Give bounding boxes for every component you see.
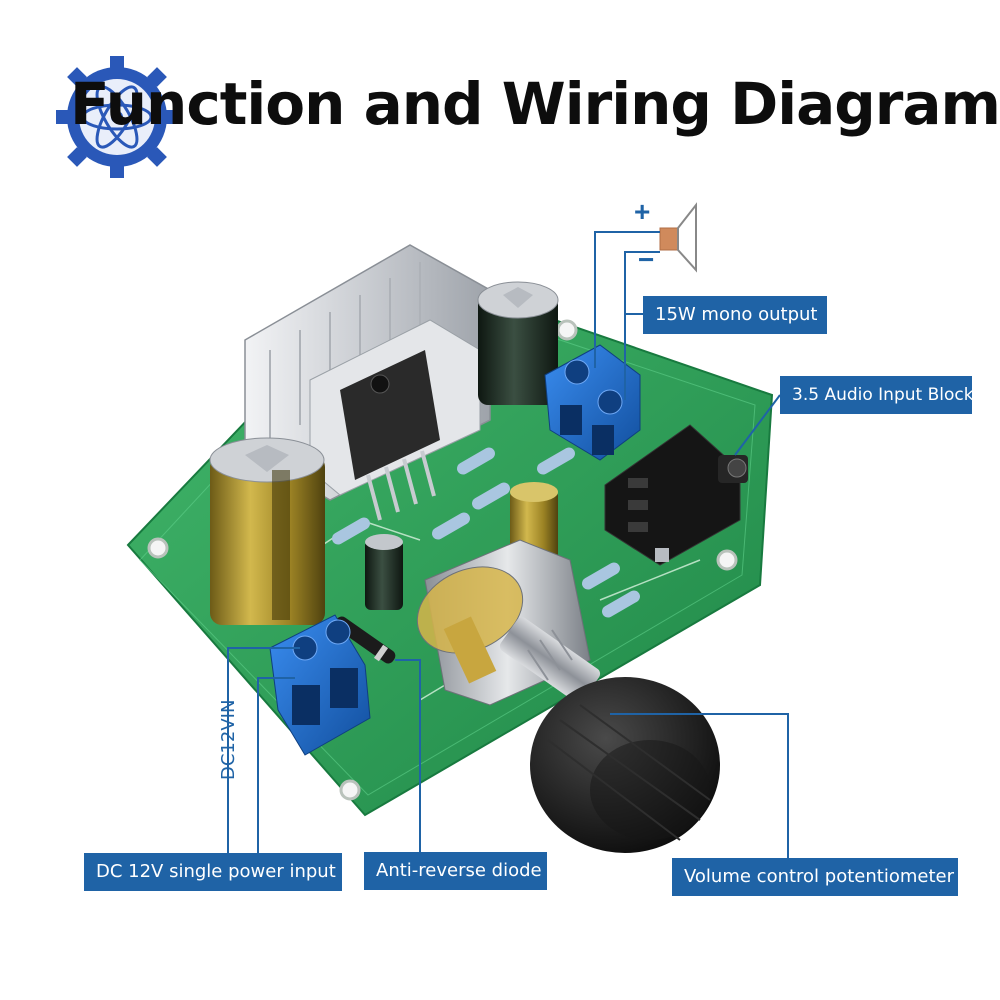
atom-gear-logo bbox=[56, 56, 178, 178]
callout-power-input: DC 12V single power input bbox=[84, 853, 342, 891]
page-title: Function and Wiring Diagram bbox=[70, 70, 1000, 138]
volume-potentiometer bbox=[416, 539, 601, 706]
mounting-holes bbox=[147, 319, 738, 801]
tda2030-chip bbox=[340, 350, 440, 521]
callout-volume: Volume control potentiometer bbox=[672, 858, 958, 896]
speaker-plus-sign: + bbox=[634, 196, 651, 227]
dc-power-terminal bbox=[269, 614, 371, 756]
speaker-output-terminal bbox=[544, 344, 641, 461]
capacitor-c2 bbox=[365, 534, 403, 610]
callout-diode: Anti-reverse diode bbox=[364, 852, 547, 890]
dc12vin-vertical-label: DC12VIN bbox=[218, 699, 239, 780]
callout-audio-input: 3.5 Audio Input Block bbox=[780, 376, 974, 414]
speaker-icon bbox=[659, 202, 697, 273]
resistors bbox=[332, 447, 640, 618]
capacitor-output bbox=[477, 281, 559, 405]
volume-knob bbox=[530, 677, 720, 853]
speaker-minus-sign: − bbox=[638, 244, 655, 275]
capacitor-c5 bbox=[209, 437, 325, 625]
audio-jack-3-5mm bbox=[604, 424, 748, 566]
callout-mono-output: 15W mono output bbox=[643, 296, 827, 334]
